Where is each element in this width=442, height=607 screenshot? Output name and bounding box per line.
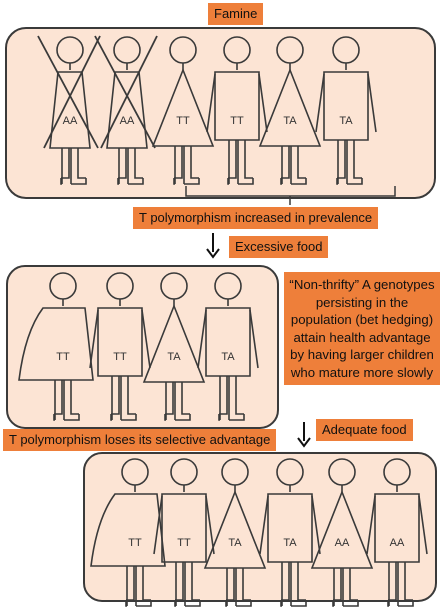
figure-p1-3: TT — [151, 36, 215, 185]
figure-p2-2: TT — [89, 272, 151, 421]
body-shape — [151, 67, 215, 147]
figure-p3-6: AA — [366, 458, 428, 607]
genotype-label: TT — [56, 351, 70, 363]
body-shape — [374, 493, 420, 563]
body-shape — [267, 493, 313, 563]
genotype-label: TA — [221, 351, 235, 363]
arrow-down-2 — [297, 422, 311, 448]
genotype-label: TA — [228, 537, 242, 549]
famine-label: Famine — [208, 3, 264, 25]
body-shape — [310, 489, 374, 569]
body-shape — [90, 493, 166, 567]
genotype-label: TA — [167, 351, 181, 363]
adequate-food-label: Adequate food — [316, 419, 413, 441]
genotype-label: AA — [120, 115, 135, 127]
panel-adequate-figures: TT TT TA TA AA AA — [90, 458, 428, 607]
genotype-label: TT — [176, 115, 190, 127]
body-shape — [258, 67, 322, 147]
genotype-label: TA — [283, 537, 297, 549]
panel-adequate — [83, 452, 437, 602]
body-shape — [205, 307, 251, 377]
non-thrifty-text: “Non-thrifty” A genotypes persisting in … — [284, 272, 440, 385]
body-shape — [142, 303, 206, 383]
figure-p1-1: AA — [37, 35, 101, 185]
body-shape — [49, 71, 91, 149]
body-shape — [214, 71, 260, 141]
genotype-label: TA — [339, 115, 353, 127]
figure-p2-3: TA — [142, 272, 206, 421]
excessive-food-label: Excessive food — [229, 236, 329, 258]
body-shape — [323, 71, 369, 141]
panel-excessive-figures: TT TT TA TA — [18, 272, 259, 421]
body-shape — [203, 489, 267, 569]
figure-p3-3: TA — [203, 458, 267, 607]
t-loses-label: T polymorphism loses its selective advan… — [3, 429, 277, 451]
genotype-label: AA — [63, 115, 78, 127]
panel-famine-figures: AA AA TT TT TA TA — [37, 35, 377, 185]
figure-p3-5: AA — [310, 458, 374, 607]
arrow-down-1 — [206, 233, 220, 259]
figure-p1-5: TA — [258, 36, 322, 185]
genotype-label: AA — [335, 537, 350, 549]
selection-bracket — [185, 186, 396, 205]
figure-p2-1: TT — [18, 272, 94, 421]
figure-p1-2: AA — [94, 35, 158, 185]
cross-out-mark — [94, 35, 156, 149]
t-increase-label: T polymorphism increased in prevalence — [133, 207, 379, 229]
body-shape — [18, 307, 94, 381]
genotype-label: TA — [283, 115, 297, 127]
genotype-label: TT — [113, 351, 127, 363]
body-shape — [97, 307, 143, 377]
figure-p1-6: TA — [315, 36, 377, 185]
genotype-label: TT — [128, 537, 142, 549]
figure-p1-4: TT — [206, 36, 268, 185]
body-shape — [106, 71, 148, 149]
figure-p3-4: TA — [259, 458, 321, 607]
genotype-label: TT — [230, 115, 244, 127]
figure-p3-2: TT — [153, 458, 215, 607]
genotype-label: TT — [177, 537, 191, 549]
figure-p3-1: TT — [90, 458, 166, 607]
figure-p2-4: TA — [197, 272, 259, 421]
body-shape — [161, 493, 207, 563]
cross-out-mark — [37, 35, 99, 149]
genotype-label: AA — [390, 537, 405, 549]
